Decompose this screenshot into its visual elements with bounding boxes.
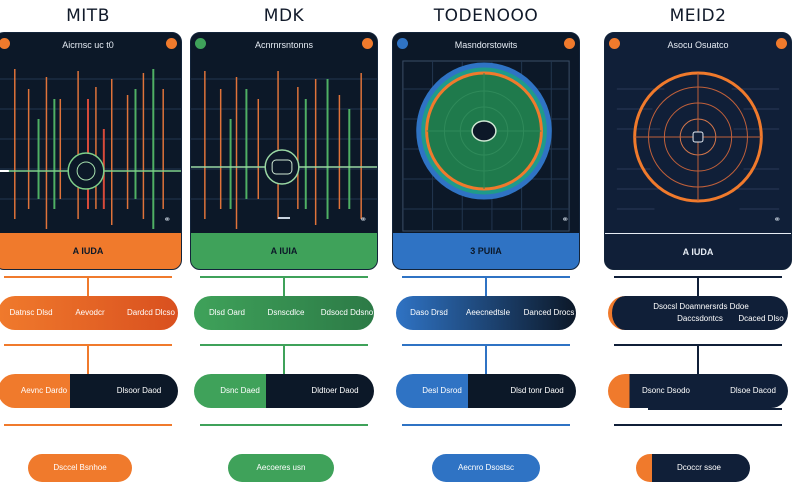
pill-label-right: Dlsd tonr Daod [510,386,564,396]
pill-label-left: Dlsd Oard [208,308,245,318]
pill-label-right: Ddsocd Ddsno [320,308,374,318]
pill-label-left: Desl Dsrod [422,386,462,396]
dot-icon [564,38,575,49]
connector [697,278,699,296]
separator-mark [278,217,290,219]
info-pill[interactable]: Datnsc Dlsd Aevodcr Dardcd Dlcso [0,296,178,330]
divider [200,344,368,346]
pill-label-left: Aevnc Dardo [20,386,68,396]
pill-label-mid: Dsnscdlce [267,308,305,318]
dot-icon [0,38,10,49]
pill-label-left: Dsocsl Doamnersrds Ddoe [653,302,749,312]
pill-label-right: Danced Drocs [523,308,575,318]
dashboard-card[interactable]: Asocu Osuatco ⚭ A IUDA [604,32,792,270]
pill-label-right: Dlsoe Dacod [730,386,776,396]
link-icon[interactable]: ⚭ [359,214,367,224]
dot-icon [609,38,620,49]
column-title: MEID2 [669,6,727,26]
card-header: Acnrnrsntonns [254,40,314,50]
link-icon[interactable]: ⚭ [773,214,781,224]
rings-visual [616,71,780,210]
dashboard-card[interactable]: Masndorstowits ⚭ 3 PUIIA [392,32,580,270]
card-header: Masndorstowits [454,40,518,50]
info-pill[interactable]: Dsocsl Doamnersrds Ddoe Daccsdontcs Dcac… [608,296,788,330]
divider [402,424,570,426]
card-footer: 3 PUIIA [393,233,579,269]
card-footer: A IUDA [0,233,181,269]
dot-icon [195,38,206,49]
bar-visual [0,69,181,229]
pill-label-right: Dardcd Dlcso [126,308,175,318]
column-title: TODENOOO [433,6,539,26]
dot-icon [362,38,373,49]
pill-label-mid: Daccsdontcs [677,314,723,324]
pill-label-left: Dsnc Daed [220,386,260,396]
divider [614,276,782,278]
pill-label-mid: Aeecnedtsle [465,308,511,318]
card-header: Aicrnsc uc t0 [62,40,114,50]
pill-label-left: Datnsc Dlsd [9,308,53,318]
dashboard-card[interactable]: Aicrnsc uc t0 [0,32,182,270]
column-title: MITB [66,6,110,26]
pill-label-right: Dcaced Dlso [738,314,784,324]
pill-label-mid: Aevodcr [75,308,105,318]
divider [614,424,782,426]
divider [4,344,172,346]
info-pill[interactable]: Dsonc Dsodo Dlsoe Dacod [608,374,788,408]
divider [4,424,172,426]
connector [485,346,487,374]
connector [697,346,699,374]
pill-label-right: Dldtoer Daod [311,386,359,396]
divider [402,344,570,346]
info-pill[interactable]: Daso Drsd Aeecnedtsle Danced Drocs [396,296,576,330]
divider [402,276,570,278]
column-meid2: MEID2 Asocu Osuatco ⚭ A IUDA Dso [604,0,792,496]
dot-icon [397,38,408,49]
column-mitb: MITB Aicrnsc uc t0 [0,0,182,496]
info-pill[interactable]: Dsnc Daed Dldtoer Daod [194,374,374,408]
column-todenooo: TODENOOO Masndorstowits ⚭ 3 PUIIA [392,0,580,496]
info-pill[interactable]: Aevnc Dardo Dlsoor Daod [0,374,178,408]
radar-visual [402,60,570,232]
divider [614,344,782,346]
divider [648,408,782,410]
pill-label-right: Dlsoor Daod [116,386,162,396]
divider [4,276,172,278]
action-button[interactable]: Dcoccr ssoe [636,454,750,482]
card-footer: A IUIA [191,233,377,269]
connector [283,278,285,296]
divider [200,276,368,278]
column-mdk: MDK Acnrnrsntonns [190,0,378,496]
pill-label-left: Dsonc Dsodo [641,386,691,396]
link-icon[interactable]: ⚭ [163,214,171,224]
card-footer: A IUDA [605,233,791,269]
pill-label-left: Daso Drsd [410,308,448,318]
connector [283,346,285,374]
connector [87,278,89,296]
info-pill[interactable]: Dlsd Oard Dsnscdlce Ddsocd Ddsno [194,296,374,330]
dot-icon [166,38,177,49]
action-button-label: Dcoccr ssoe [676,463,721,472]
action-button[interactable]: Aecnro Dsostsc [432,454,540,482]
link-icon[interactable]: ⚭ [561,214,569,224]
column-title: MDK [263,6,305,26]
info-pill[interactable]: Desl Dsrod Dlsd tonr Daod [396,374,576,408]
dashboard-card[interactable]: Acnrnrsntonns ⚭ [190,32,378,270]
action-button[interactable]: Dsccel Bsnhoe [28,454,132,482]
action-button[interactable]: Aecoeres usn [228,454,334,482]
dot-icon [776,38,787,49]
card-header: Asocu Osuatco [667,40,729,50]
divider [200,424,368,426]
connector [87,346,89,374]
bar-visual [191,71,377,229]
connector [485,278,487,296]
